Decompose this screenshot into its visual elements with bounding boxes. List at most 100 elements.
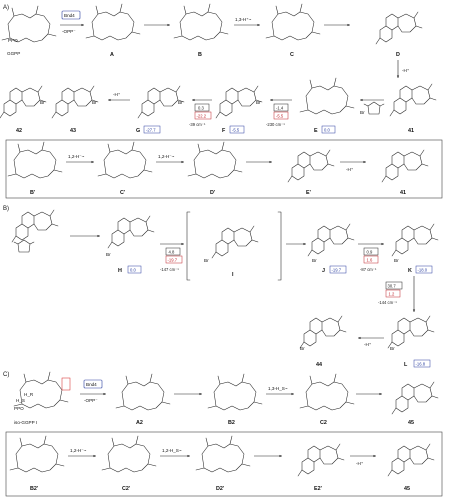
arrow-ep-to-41: -H⁺ — [340, 160, 366, 172]
label-a2: A2 — [136, 420, 143, 426]
arrow-g-to-43: -H⁺ — [108, 92, 130, 102]
hs-label: H_S — [16, 398, 25, 403]
molecule-a: A — [85, 3, 141, 58]
ts-fe-freq: -230 cm⁻¹ — [266, 122, 285, 127]
br-j: Br — [312, 258, 317, 263]
arrow-41-to-e: Br — [360, 98, 385, 115]
label-c2: C2 — [320, 420, 327, 426]
ts-jk-rel: 1.6 — [367, 258, 373, 263]
label-b-prime: B' — [30, 190, 35, 196]
br-k: Br — [394, 258, 399, 263]
enzyme-label-bnd4-c: Bnd4 — [86, 382, 97, 387]
energy-l: -16.8 — [416, 362, 426, 367]
molecule-41-a: 41 — [389, 83, 437, 134]
ts-gf-freq: -39 cm⁻¹ — [189, 122, 206, 127]
ts-j-k: 0.9 1.6 -87 cm⁻¹ — [358, 242, 384, 272]
ts-fe-energy: -1.4 — [276, 106, 284, 111]
shift-12-a: 1,2-H⁻~ — [68, 154, 85, 159]
ppo-c: PPO — [14, 406, 24, 411]
label-c-prime: C' — [120, 190, 125, 196]
label-e-prime: E' — [306, 190, 311, 196]
br-44: Br — [300, 346, 305, 351]
molecule-e2-prime: E2' — [297, 443, 345, 492]
ts-k-l: 30.7 1.2 -144 cm⁻¹ — [378, 276, 416, 312]
energy-e: 0.0 — [324, 128, 330, 133]
molecule-42: Br 42 — [0, 85, 47, 134]
label-b: B — [198, 52, 202, 58]
arrow-ggpp-to-a: Bnd4 -OPP⁻ — [60, 10, 84, 34]
ts-kl-energy: 30.7 — [388, 284, 397, 289]
label-e2-prime: E2' — [314, 486, 322, 492]
molecule-44: Br 44 — [299, 315, 347, 368]
shift-13: 1,3-H⁺~ — [235, 17, 252, 22]
label-iso-ggpp: iso-GGPP I — [14, 420, 37, 425]
label-i: I — [232, 272, 234, 278]
molecule-f: Br F -5.5 — [215, 85, 263, 134]
molecule-d2-prime: D2' — [195, 435, 251, 492]
enzyme-box-bnd4 — [61, 10, 81, 20]
arrow-c2p-to-d2p: 1,2-H_S~ — [160, 448, 190, 458]
molecule-a2: A2 — [115, 373, 171, 426]
label-a: A — [110, 52, 114, 58]
molecule-i: Br I — [186, 211, 282, 281]
molecule-41-b: 41 — [381, 149, 429, 196]
molecule-c2: C2 — [299, 373, 355, 426]
nbs-br: Br — [360, 110, 365, 115]
minus-h-l: -H⁺ — [364, 342, 372, 347]
energy-k: -18.0 — [418, 268, 428, 273]
label-ggpp: GGPP — [7, 51, 20, 56]
br-h: Br — [106, 252, 111, 257]
minus-h-ep: -H⁺ — [346, 167, 354, 172]
minus-h-e2p: -H⁺ — [356, 461, 364, 466]
ts-fe-rel: -5.5 — [276, 114, 284, 119]
energy-j: -19.7 — [332, 268, 342, 273]
ts-hi-energy: 4.8 — [169, 250, 175, 255]
br-43: Br — [92, 100, 97, 105]
label-e: E — [314, 128, 318, 134]
arrow-l-to-44: -H⁺ — [358, 336, 384, 347]
enzyme-label-bnd4: Bnd4 — [64, 13, 75, 18]
arrow-d-to-41: -H⁺ — [396, 60, 410, 78]
label-f: F — [222, 128, 226, 134]
molecule-b2-prime: B2' — [9, 435, 65, 492]
label-c: C — [290, 52, 294, 58]
loss-opp: -OPP⁻ — [62, 29, 76, 34]
molecule-c: C — [265, 3, 321, 58]
ts-h-i: 4.8 -19.7 -147 cm⁻¹ — [160, 242, 184, 272]
br-f: Br — [256, 100, 261, 105]
arrow-iso-to-a2: Bnd4 -OPP⁻ — [80, 379, 106, 403]
molecule-43: Br 43 — [51, 85, 99, 134]
arrow-b-to-c: 1,3-H⁺~ — [234, 17, 260, 27]
label-45-b: 45 — [404, 486, 410, 492]
molecule-d-prime: D' — [187, 141, 243, 196]
label-h: H — [118, 268, 122, 274]
ts-kl-rel: 1.2 — [389, 292, 395, 297]
alt-pathway-box-a — [5, 139, 443, 199]
molecule-g: Br G -27.7 — [136, 85, 185, 134]
energy-f: -5.5 — [232, 128, 240, 133]
ppo-label: PPO — [8, 38, 18, 43]
molecule-c-prime: C' — [97, 141, 153, 196]
label-44: 44 — [316, 362, 322, 368]
arrow-b2p-to-c2p: 1,2-H⁻~ — [68, 448, 96, 458]
label-l: L — [404, 362, 408, 368]
molecule-k: Br K -18.0 — [391, 223, 439, 274]
molecule-nbs-precursor — [11, 209, 59, 253]
label-d2-prime: D2' — [216, 486, 224, 492]
section-a-label: A) — [3, 5, 9, 11]
label-d-prime: D' — [210, 190, 215, 196]
br-l: Br — [390, 346, 395, 351]
arrow-bp-to-cp: 1,2-H⁻~ — [66, 154, 94, 164]
label-43: 43 — [70, 128, 76, 134]
label-d: D — [396, 52, 400, 58]
molecule-c2-prime: C2' — [101, 435, 157, 492]
arrow-cp-to-dp: 1,2-H⁻~ — [156, 154, 184, 164]
shift-12-c1: 1,2-H⁻~ — [70, 448, 87, 453]
ts-f-e: -1.4 -5.5 -230 cm⁻¹ — [266, 98, 292, 127]
shift-12-b: 1,2-H⁻~ — [158, 154, 175, 159]
alt-pathway-box-c — [5, 431, 443, 497]
ts-hi-freq: -147 cm⁻¹ — [160, 267, 179, 272]
label-g: G — [136, 128, 140, 134]
molecule-b: B — [173, 3, 229, 58]
ts-kl-freq: -144 cm⁻¹ — [378, 300, 397, 305]
